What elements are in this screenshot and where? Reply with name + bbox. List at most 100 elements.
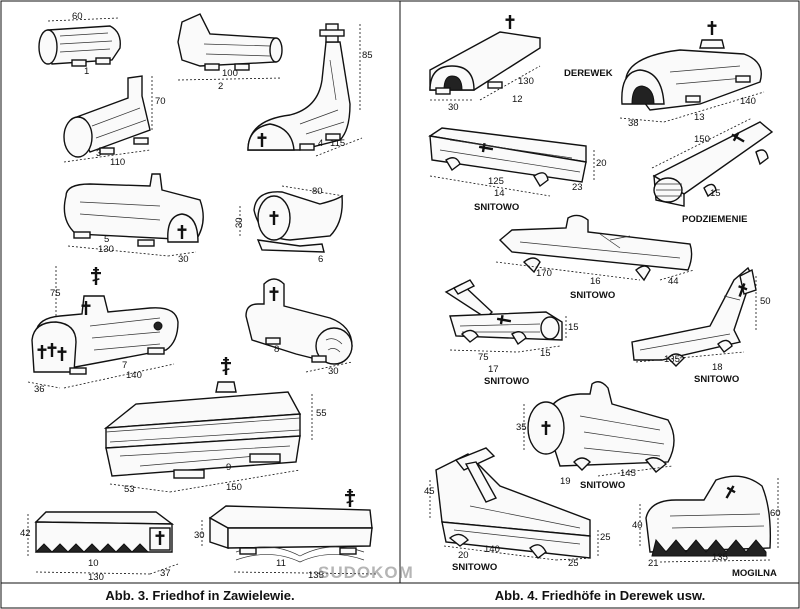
dim-label: 130 [88,572,104,583]
grave-marker-9: 55 53 150 9 [103,357,327,495]
item-number: 9 [226,462,231,473]
dim-label: 110 [110,157,125,168]
grave-marker-3: 70 110 3 [63,75,166,168]
dim-label: 60 [72,11,83,22]
dim-label: 125 [488,176,504,187]
item-number: 18 [712,362,723,373]
grave-marker-4: 85 115 4 [247,23,373,157]
item-number: 14 [494,188,505,199]
location-label: DEREWEK [564,68,613,79]
location-label: MOGILNA [732,568,777,579]
location-label: SNITOWO [570,290,615,301]
dim-label: 30 [328,366,339,377]
location-label: SNITOWO [694,374,739,385]
item-number: 20 [458,550,469,561]
dim-label: 38 [628,118,639,129]
dim-label: 80 [312,186,323,197]
dim-label: 140 [484,544,500,555]
dim-label: 150 [226,482,242,493]
location-label: SNITOWO [452,562,497,573]
item-number: 21 [648,558,659,569]
dim-label: 25 [600,532,611,543]
grave-marker-16: 170 44 16 SNITOWO [495,214,695,301]
dim-label: 50 [760,296,771,307]
dim-label: 75 [478,352,489,363]
dim-label: 30 [448,102,459,113]
grave-marker-15: 150 15 PODZIEMENIE [651,117,774,225]
dim-label: 30 [178,254,189,265]
grave-marker-5: 130 30 5 [63,173,204,265]
grave-marker-8: 30 8 [245,278,353,377]
dim-label: 25 [568,558,579,569]
dim-label: 135 [664,354,680,365]
item-number: 4 [318,138,323,149]
grave-marker-19: 35 145 19 SNITOWO [516,381,675,491]
dim-label: 55 [316,408,327,419]
item-number: 12 [512,94,523,105]
dim-label: 130 [98,244,114,255]
item-number: 6 [318,254,323,265]
dim-label: 140 [126,370,142,381]
dim-label: 20 [596,158,607,169]
item-number: 1 [84,66,89,77]
dim-label: 53 [124,484,135,495]
grave-marker-1: 60 1 [38,11,121,77]
dim-label: 85 [362,50,373,61]
item-number: 17 [488,364,499,375]
item-number: 15 [710,188,721,199]
watermark: SUDOKOM [318,563,414,582]
caption-right: Abb. 4. Friedhöfe in Derewek usw. [494,588,706,603]
item-number: 16 [590,276,601,287]
dim-label: 15 [568,322,579,333]
item-number: 5 [104,234,109,245]
location-label: SNITOWO [580,480,625,491]
location-label: SNITOWO [474,202,519,213]
item-number: 11 [276,558,286,569]
dim-label: 115 [330,138,345,149]
grave-marker-17: 15 75 15 17 SNITOWO [444,279,579,387]
dim-label: 37 [160,568,171,579]
dim-label: 35 [516,422,527,433]
item-number: 2 [218,81,223,92]
location-label: PODZIEMENIE [682,214,747,225]
dim-label: 42 [20,528,31,539]
grave-marker-7: 75 36 140 7 [27,266,179,395]
dim-label: 44 [668,276,679,287]
grave-marker-10: 42 130 37 10 [20,511,179,583]
item-number: 7 [122,360,127,371]
right-panel: 130 30 12 DEREWEK 38 140 13 [424,15,781,579]
dim-label: 135 [308,570,324,581]
dim-label: 140 [740,96,756,107]
dim-label: 40 [632,520,643,531]
caption-left: Abb. 3. Friedhof in Zawielewie. [105,588,295,603]
dim-label: 23 [572,182,583,193]
item-number: 19 [560,476,571,487]
item-number: 3 [96,148,101,159]
grave-marker-2: 100 2 [177,13,283,92]
left-panel: 60 1 100 2 70 110 3 [20,11,379,583]
grave-marker-20: 45 25 140 25 20 SNITOWO [424,447,611,573]
dim-label: 30 [194,530,205,541]
grave-marker-18: 50 135 18 SNITOWO [631,266,771,385]
grave-marker-6: 80 30 6 [234,185,345,265]
grave-marker-21: 40 60 135 21 MOGILNA [632,475,781,579]
dim-label: 45 [424,486,435,497]
grave-marker-12: 130 30 12 DEREWEK [429,15,613,113]
item-number: 10 [88,558,99,569]
dim-label: 100 [222,68,238,79]
dim-label: 36 [34,384,45,395]
dim-label: 130 [518,76,534,87]
dim-label: 15 [540,348,551,359]
dim-label: 135 [712,552,728,563]
dim-label: 70 [155,96,166,107]
location-label: SNITOWO [484,376,529,387]
dim-label: 150 [694,134,710,145]
grave-marker-11: 30 135 11 [194,489,379,581]
dim-label: 30 [234,217,245,228]
grave-marker-14: 20 125 23 14 SNITOWO [428,127,607,213]
grave-marker-13: 38 140 13 [619,21,765,129]
dim-label: 170 [536,268,552,279]
dim-label: 145 [620,468,636,479]
